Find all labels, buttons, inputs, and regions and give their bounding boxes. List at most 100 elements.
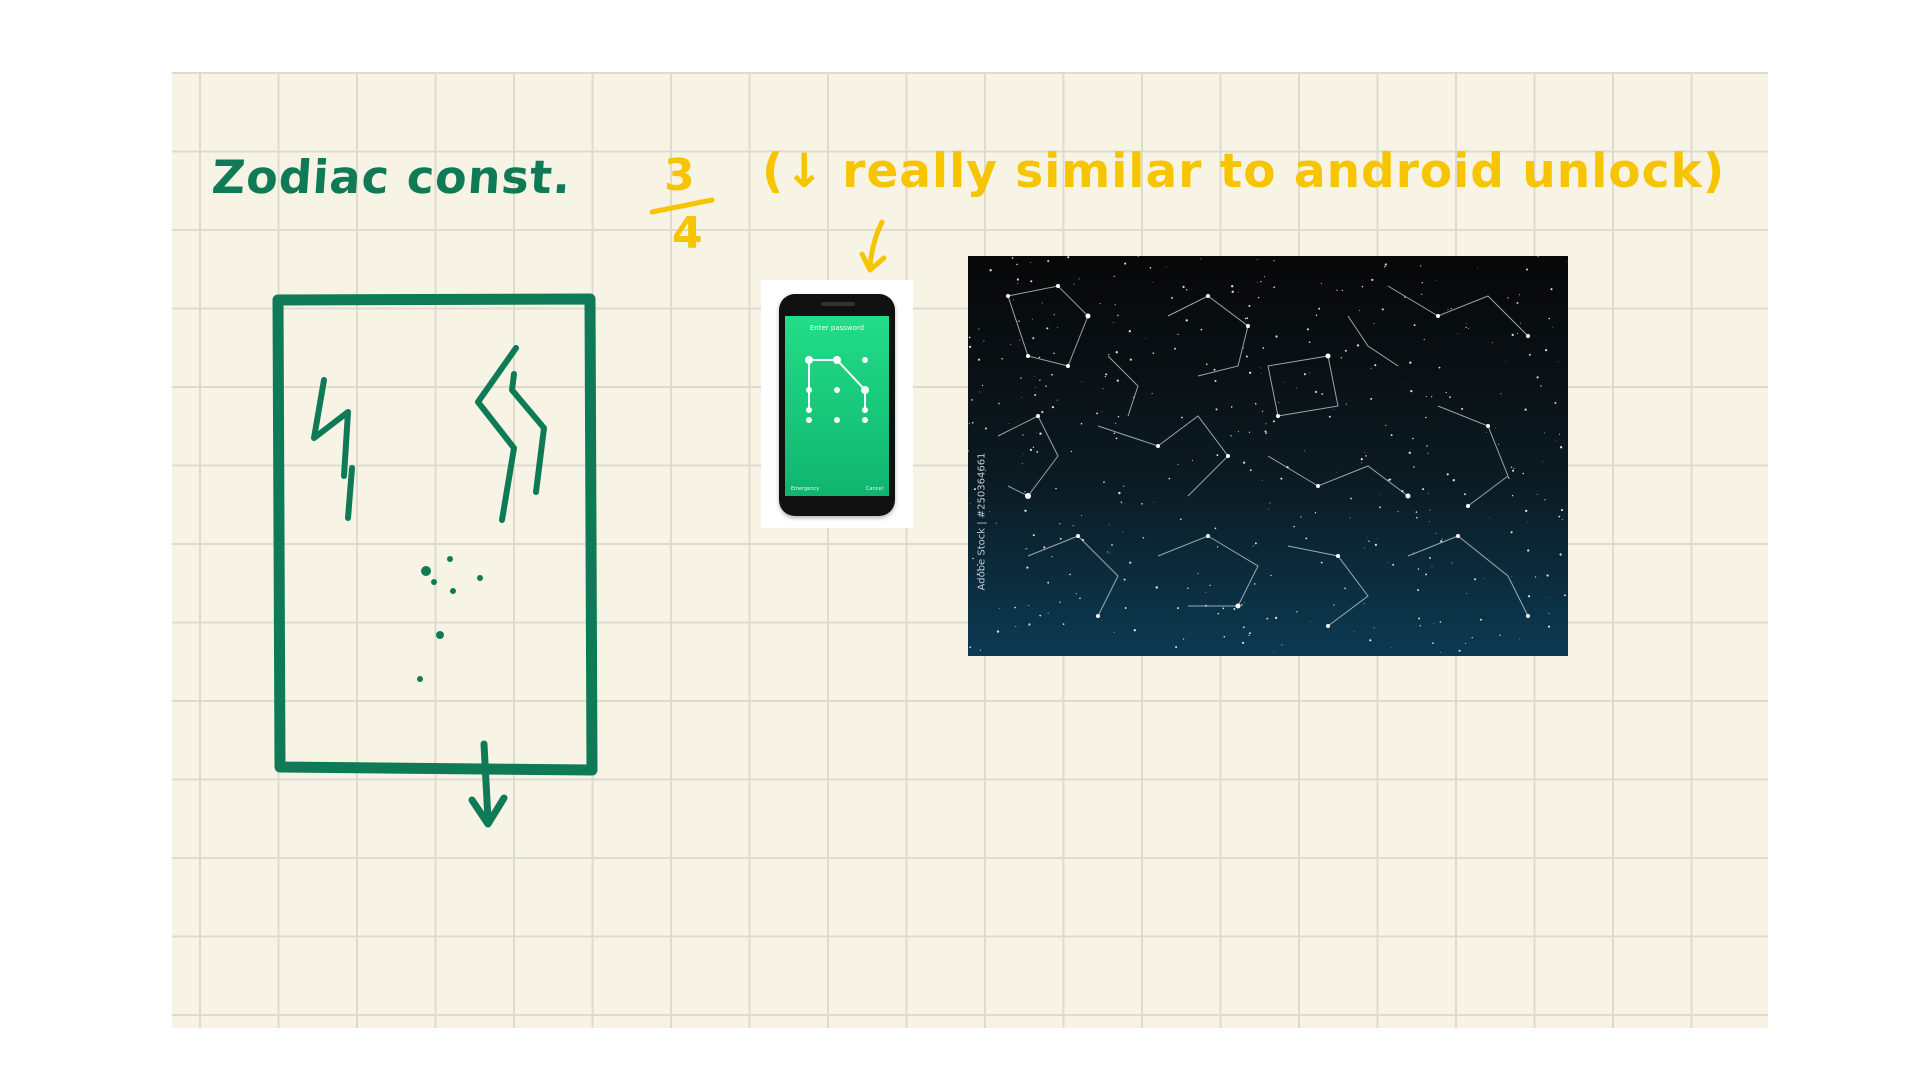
background-star	[1309, 372, 1311, 374]
background-star	[1421, 293, 1423, 295]
constellation-stroke-right-b	[509, 371, 547, 495]
background-star	[998, 607, 1000, 609]
background-star	[976, 564, 979, 566]
background-star	[1300, 516, 1302, 518]
background-star	[1376, 538, 1378, 540]
background-star	[1248, 634, 1250, 636]
background-star	[1341, 289, 1344, 292]
background-star	[1055, 487, 1057, 490]
background-star	[1266, 617, 1269, 620]
background-star	[1186, 289, 1188, 291]
background-star	[1261, 410, 1264, 412]
background-star	[995, 522, 997, 524]
background-star	[1137, 256, 1140, 257]
background-star	[1384, 263, 1387, 266]
background-star	[1182, 638, 1185, 640]
android-unlock-image: Enter password Emergency Cancel	[761, 280, 913, 528]
background-star	[1391, 647, 1392, 648]
background-star	[1263, 276, 1265, 278]
background-star	[1465, 323, 1467, 324]
background-star	[1474, 578, 1477, 581]
background-star	[1525, 509, 1528, 513]
background-star	[1537, 256, 1539, 258]
background-star	[1240, 604, 1243, 606]
background-star	[968, 336, 971, 339]
background-star	[1102, 388, 1104, 390]
background-star	[1519, 322, 1521, 324]
background-star	[1429, 556, 1431, 559]
background-star	[1548, 317, 1551, 320]
background-star	[1522, 472, 1525, 475]
background-star	[1340, 357, 1343, 359]
background-star	[1550, 288, 1553, 291]
background-star	[1036, 432, 1037, 434]
background-star	[1153, 501, 1155, 503]
background-star	[1511, 495, 1514, 497]
background-star	[1359, 309, 1361, 311]
background-star	[1452, 479, 1455, 482]
background-star	[1556, 440, 1558, 442]
background-star	[1096, 412, 1099, 415]
background-star	[978, 328, 980, 330]
background-star	[1142, 537, 1145, 539]
notebook-page: Zodiac const. 3 4 (↓ really similar to a…	[172, 72, 1768, 1028]
background-star	[1181, 416, 1183, 419]
background-star	[1262, 347, 1265, 349]
background-star	[1552, 326, 1554, 328]
background-star	[1559, 446, 1563, 449]
background-star	[1264, 430, 1267, 433]
background-star	[1507, 297, 1509, 299]
phone-screen: Enter password Emergency Cancel	[785, 316, 889, 496]
background-star	[1205, 592, 1207, 593]
background-star	[1344, 587, 1346, 590]
background-star	[1113, 322, 1114, 323]
background-star	[1557, 361, 1559, 363]
background-star	[1209, 584, 1211, 587]
background-star	[1544, 348, 1548, 352]
background-star	[1284, 381, 1285, 383]
background-star	[1558, 433, 1560, 435]
background-star	[1379, 506, 1382, 509]
background-star	[1122, 531, 1124, 533]
background-star	[1242, 641, 1245, 644]
background-star	[1446, 473, 1449, 476]
background-star	[1548, 612, 1550, 614]
background-star	[981, 384, 984, 387]
background-star	[1471, 636, 1473, 639]
background-star	[1010, 344, 1012, 346]
background-star	[1420, 265, 1422, 267]
background-star	[1314, 512, 1317, 514]
background-star	[1350, 497, 1352, 500]
background-star	[1141, 503, 1143, 505]
background-star	[1103, 481, 1105, 484]
background-star	[1373, 627, 1375, 629]
background-star	[1272, 420, 1275, 423]
background-star	[1248, 632, 1251, 635]
background-star	[1296, 611, 1298, 613]
background-star	[1333, 409, 1335, 411]
background-star	[1014, 606, 1016, 609]
background-star	[1269, 502, 1271, 504]
background-star	[1039, 432, 1042, 435]
background-star	[1303, 450, 1305, 452]
background-star	[1129, 561, 1132, 564]
background-star	[976, 573, 979, 576]
background-star	[976, 572, 978, 573]
background-star	[1059, 523, 1061, 525]
background-star	[1410, 389, 1413, 393]
background-star	[1361, 285, 1364, 288]
background-star	[968, 423, 970, 425]
background-star	[1047, 581, 1050, 584]
background-star	[1191, 459, 1194, 461]
background-star	[1177, 464, 1179, 466]
background-star	[1222, 607, 1225, 610]
background-star	[1428, 492, 1429, 494]
background-star	[1187, 587, 1189, 589]
background-star	[1413, 466, 1415, 468]
background-star	[1485, 432, 1487, 433]
background-star	[1510, 531, 1513, 534]
background-star	[1320, 282, 1322, 284]
background-star	[1295, 387, 1297, 389]
background-star	[1379, 493, 1381, 495]
background-star	[1368, 540, 1370, 542]
